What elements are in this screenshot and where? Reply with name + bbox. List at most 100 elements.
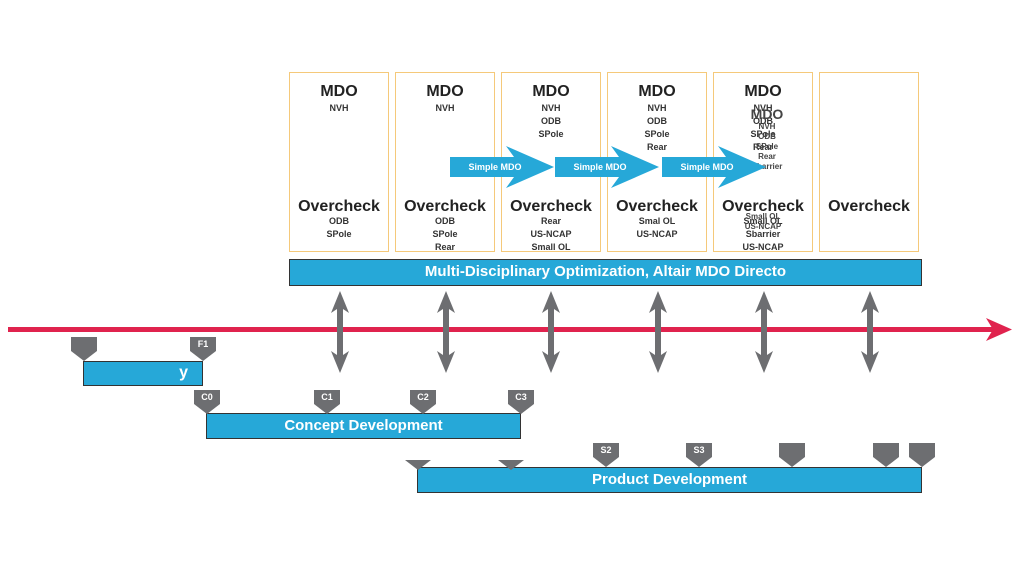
milestone-triangle [405, 457, 431, 470]
milestone-triangle [498, 457, 524, 470]
milestone-marker: C3 [508, 390, 534, 414]
milestone-label: C0 [201, 392, 213, 402]
overcheck-items: Smal OL US-NCAP [608, 215, 706, 241]
mdo-heading: MDO [426, 83, 464, 100]
milestone-marker [909, 443, 935, 467]
mdo-item: ODB [753, 116, 773, 126]
overcheck-item: Sbarrier [745, 229, 781, 239]
overlay-overcheck-items: Small OL US-NCAP [714, 212, 812, 232]
mdo-item: ODB [541, 116, 561, 126]
overcheck-item: US-NCAP [744, 222, 782, 231]
milestone-label: C1 [321, 392, 333, 402]
milestone-label: F1 [197, 339, 209, 349]
chevron-label: Simple MDO [468, 162, 522, 172]
mdo-items: NVH ODB SPole Rear [608, 102, 706, 154]
mdo-item: SPole [644, 129, 670, 139]
overcheck-item: US-NCAP [742, 242, 784, 252]
double-arrow-icon [437, 291, 455, 373]
overcheck-item: Small OL [531, 242, 571, 252]
overcheck-item: SPole [432, 229, 458, 239]
mdo-heading: MDO [320, 83, 358, 100]
milestone-label: C3 [515, 392, 527, 402]
mdo-heading: MDO [744, 83, 782, 100]
overcheck-item: Rear [434, 242, 455, 252]
mdo-items: NVH ODB SPole Rear [714, 102, 812, 154]
overcheck-item: Small OL [745, 212, 781, 221]
mdo-item: NVH [758, 122, 776, 131]
phase-column: Overcheck [819, 72, 919, 252]
concept-development-bar: Concept Development [206, 413, 521, 439]
milestone-marker: F1 [190, 337, 216, 361]
timeline-arrow [8, 318, 1012, 341]
chevron-arrow-icon [450, 146, 554, 188]
mdo-item: ODB [647, 116, 667, 126]
milestone-marker: S3 [686, 443, 712, 467]
overcheck-item: Small OL [743, 216, 783, 226]
mdo-item: Sbarrier [751, 162, 783, 171]
overcheck-item: ODB [435, 216, 455, 226]
overcheck-heading: Overcheck [510, 198, 592, 215]
milestone-marker [71, 337, 97, 361]
overcheck-items: ODB SPole Rear [396, 215, 494, 254]
mdo-item: Rear [758, 152, 776, 161]
mdo-item: SPole [755, 142, 779, 151]
overcheck-heading: Overcheck [298, 198, 380, 215]
mdo-heading: MDO [532, 83, 570, 100]
mdo-items: NVH [290, 102, 388, 115]
overcheck-item: Smal OL [638, 216, 676, 226]
mdo-items: NVH ODB SPole [502, 102, 600, 141]
mdo-item: NVH [435, 103, 455, 113]
double-arrow-icon [649, 291, 667, 373]
simple-mdo-chevron: Simple MDO [555, 146, 659, 188]
milestone-marker: C1 [314, 390, 340, 414]
mdo-item: NVH [329, 103, 349, 113]
milestone-marker [873, 443, 899, 467]
milestone-marker: S2 [593, 443, 619, 467]
product-development-bar: Product Development [417, 467, 922, 493]
mdo-item: ODB [758, 132, 776, 141]
double-arrow-icon [755, 291, 773, 373]
overlay-mdo-heading: MDO [750, 106, 784, 122]
overcheck-heading: Overcheck [616, 198, 698, 215]
phase-column: MDO NVH Overcheck ODB SPole [289, 72, 389, 252]
mdo-directo-bar: Multi-Disciplinary Optimization, Altair … [289, 259, 922, 286]
simple-mdo-chevron: Simple MDO [662, 146, 766, 188]
milestone-marker [779, 443, 805, 467]
mdo-item: SPole [538, 129, 564, 139]
milestone-marker: C0 [194, 390, 220, 414]
simple-mdo-chevron: Simple MDO [450, 146, 554, 188]
mdo-items: NVH [396, 102, 494, 115]
mdo-heading: MDO [638, 83, 676, 100]
mdo-item: NVH [647, 103, 667, 113]
chevron-label: Simple MDO [680, 162, 734, 172]
overcheck-items: Rear US-NCAP Small OL [502, 215, 600, 254]
overcheck-heading: Overcheck [828, 198, 910, 215]
overcheck-item: US-NCAP [636, 229, 678, 239]
chevron-arrow-icon [662, 146, 766, 188]
overcheck-items: ODB SPole [290, 215, 388, 241]
milestone-marker: C2 [410, 390, 436, 414]
mdo-item: SPole [750, 129, 776, 139]
milestone-label: C2 [417, 392, 429, 402]
milestone-label: S3 [693, 445, 705, 455]
double-arrow-icon [331, 291, 349, 373]
overlay-mdo-items: NVH ODB SPole Rear Sbarrier [722, 122, 812, 172]
overcheck-item: ODB [329, 216, 349, 226]
double-arrow-icon [542, 291, 560, 373]
chevron-arrow-icon [555, 146, 659, 188]
chevron-label: Simple MDO [573, 162, 627, 172]
mdo-item: Rear [752, 142, 773, 152]
mdo-item: NVH [541, 103, 561, 113]
phase-y-bar: y [83, 361, 203, 386]
overcheck-heading: Overcheck [404, 198, 486, 215]
mdo-item: NVH [753, 103, 773, 113]
overcheck-items: Small OL Sbarrier US-NCAP [714, 215, 812, 254]
overcheck-item: US-NCAP [530, 229, 572, 239]
double-arrow-icon [861, 291, 879, 373]
overcheck-heading: Overcheck [722, 198, 804, 215]
overcheck-item: Rear [540, 216, 561, 226]
overcheck-item: SPole [326, 229, 352, 239]
mdo-item: Rear [646, 142, 667, 152]
milestone-label: S2 [600, 445, 612, 455]
